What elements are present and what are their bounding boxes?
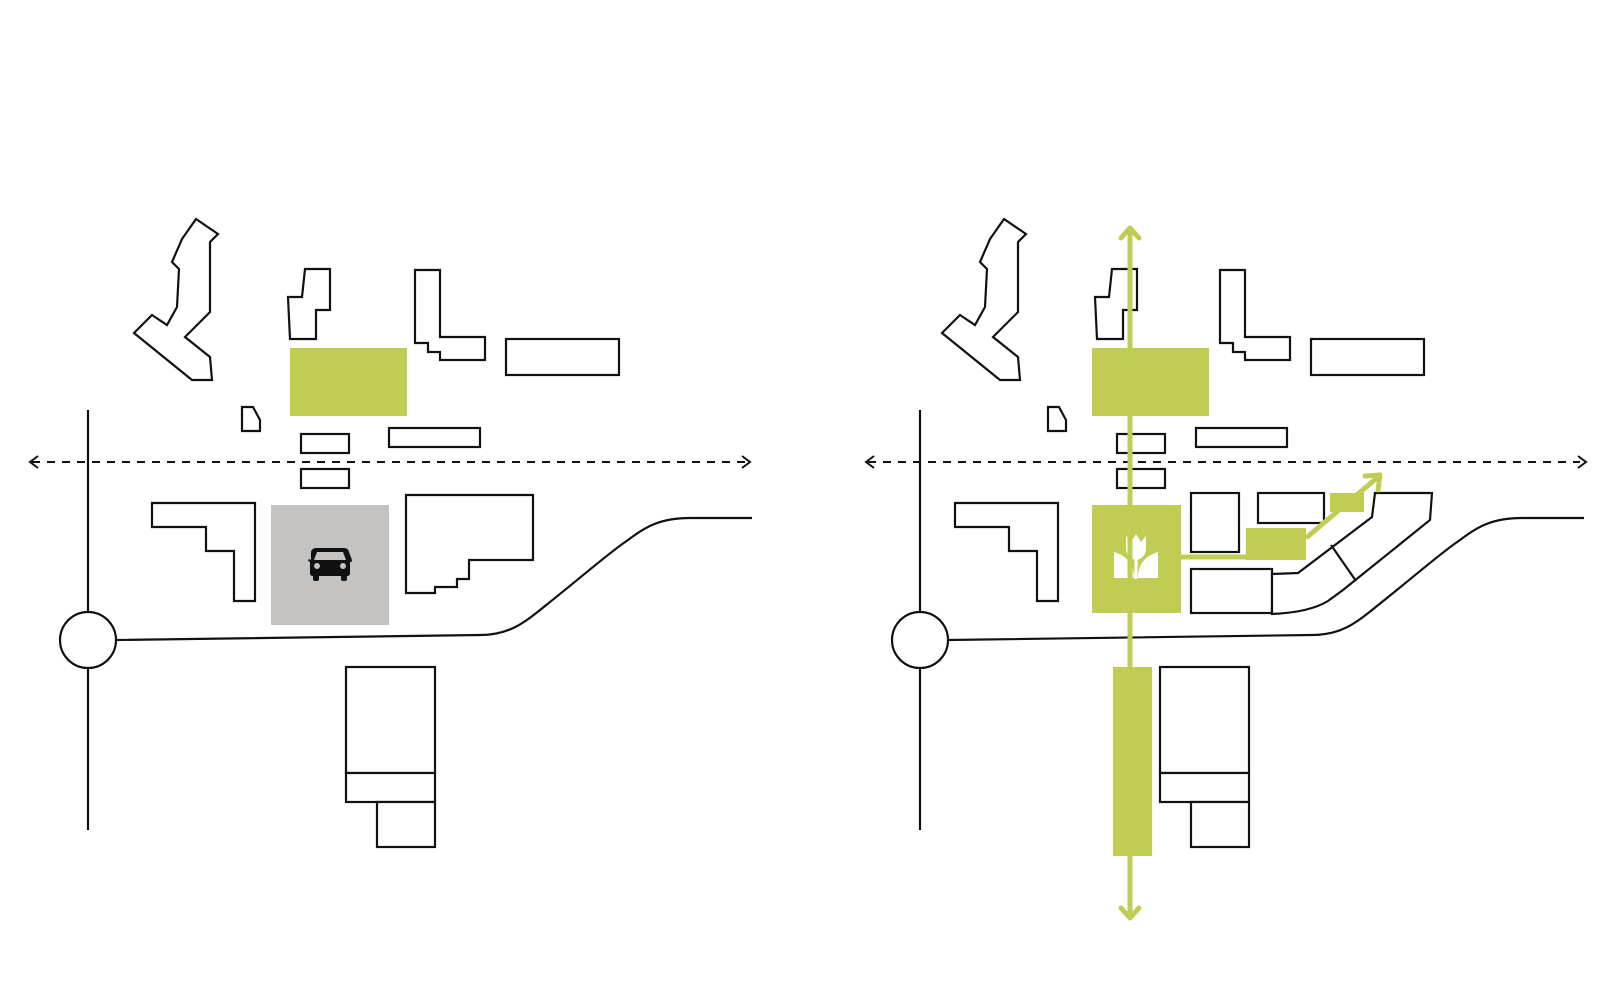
building-l-north (1218, 268, 1292, 362)
green-block-north (290, 348, 407, 416)
building-strip-1 (299, 432, 351, 455)
building-small-kiosk (1046, 405, 1068, 433)
axis-arrow-left (864, 455, 875, 469)
building-south-annex (375, 800, 437, 849)
building-small-kiosk (240, 405, 262, 433)
building-strip-1 (1115, 432, 1167, 455)
building-strip-3 (387, 426, 482, 449)
building-strip-2 (1115, 467, 1167, 490)
building-new-3 (1189, 567, 1274, 615)
green-link-diagonal (1304, 475, 1380, 540)
building-south-band (344, 771, 437, 804)
building-curved-divider (1330, 544, 1357, 582)
roundabout (890, 610, 950, 670)
building-south-annex (1189, 800, 1251, 849)
building-bar-north-east (504, 337, 621, 377)
roundabout (58, 610, 118, 670)
building-south-main (1158, 665, 1251, 775)
building-strip-3 (1194, 426, 1289, 449)
building-angled (132, 217, 220, 382)
building-angled (940, 217, 1028, 382)
panel-before (28, 217, 752, 849)
building-tower (286, 267, 332, 341)
axis-arrow-right (1577, 455, 1588, 469)
building-south-main (344, 665, 437, 775)
axis-arrow-right (741, 455, 752, 469)
building-stepped-east (404, 493, 535, 595)
axis-arrow-left (28, 455, 39, 469)
green-arrow-northeast (1362, 472, 1383, 493)
building-l-west (150, 501, 257, 603)
car-icon (308, 548, 352, 581)
building-curved-row (1270, 491, 1434, 616)
panel-after (864, 217, 1588, 921)
main-road (115, 516, 752, 642)
building-bar-north-east (1309, 337, 1426, 377)
building-l-west (953, 501, 1060, 603)
building-l-north (413, 268, 487, 362)
spine-arrow-down (1118, 905, 1142, 921)
spine-arrow-up (1118, 225, 1142, 241)
building-south-band (1158, 771, 1251, 804)
building-new-2 (1256, 491, 1326, 525)
green-corridor-south (1113, 667, 1152, 856)
building-tower (1093, 267, 1139, 341)
building-strip-2 (299, 467, 351, 490)
building-new-1 (1189, 491, 1241, 554)
green-block-north (1092, 348, 1209, 416)
main-road (947, 516, 1584, 642)
